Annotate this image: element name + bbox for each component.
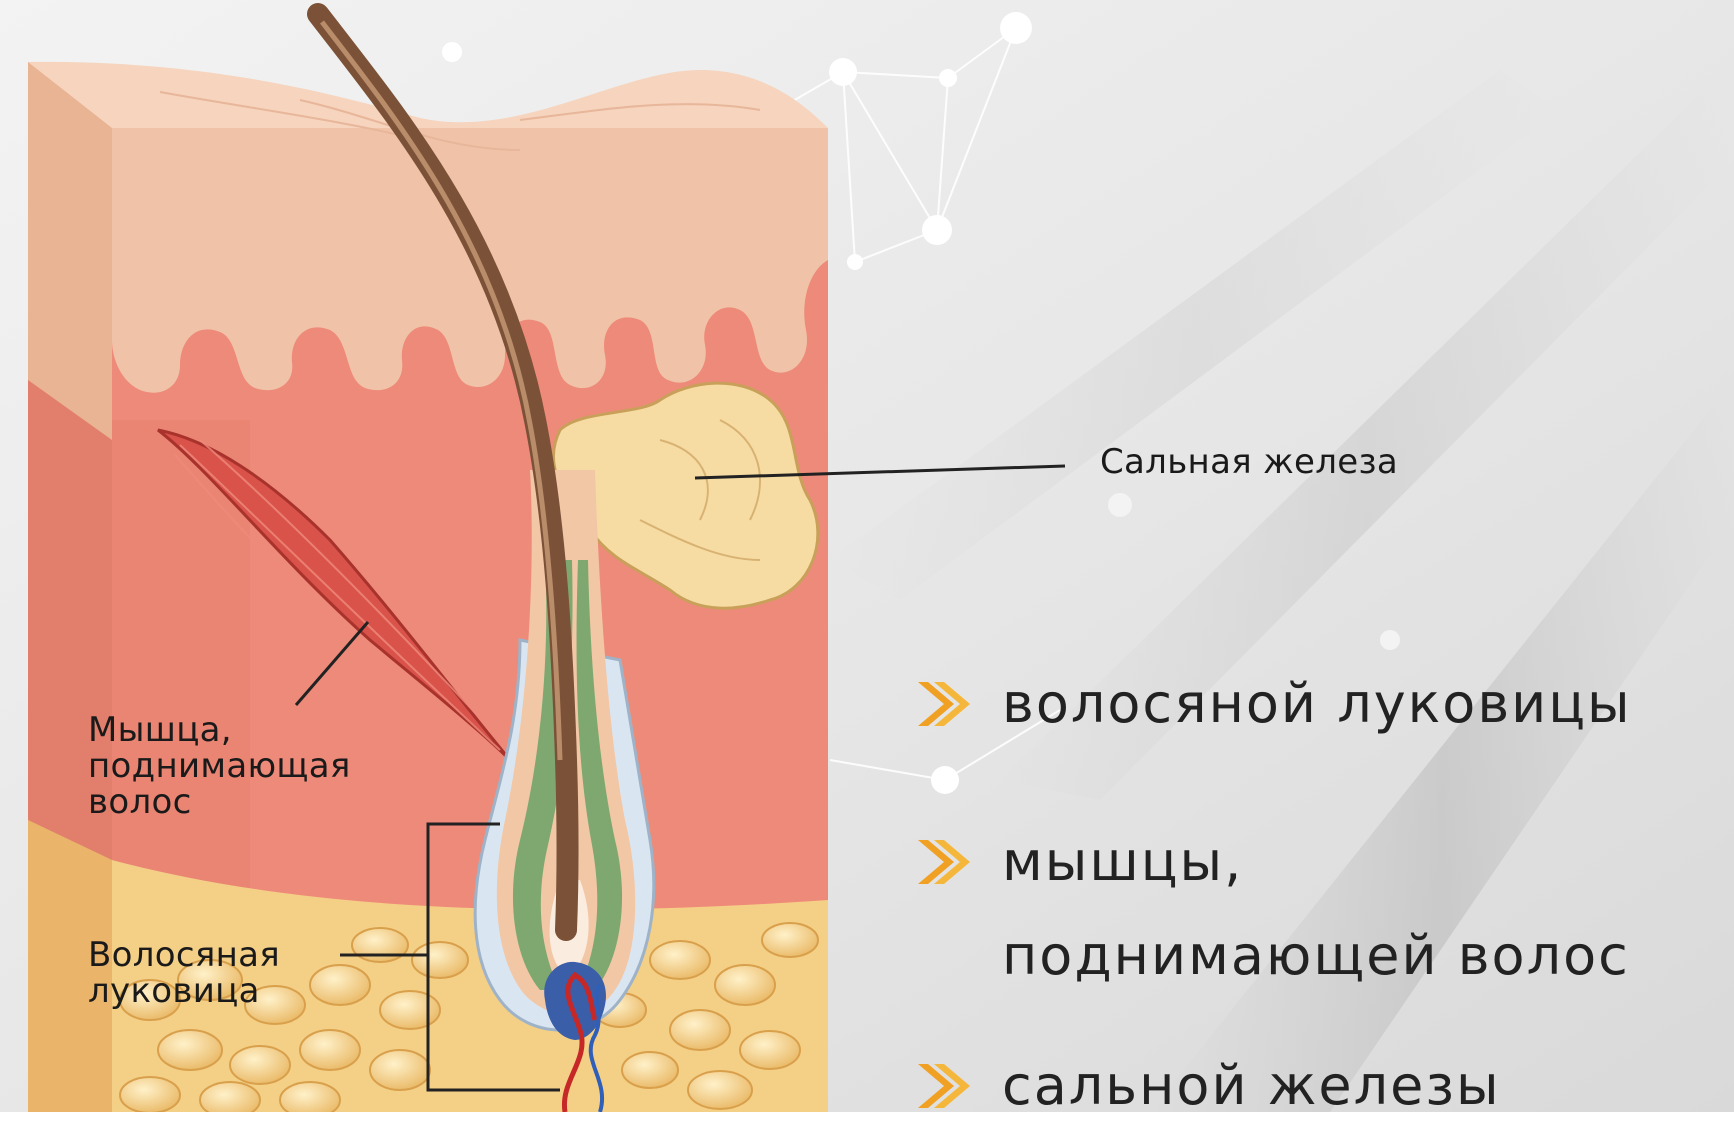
- label-arrector-muscle: Мышца, поднимающая волос: [88, 712, 351, 820]
- chevron-right-icon: [914, 1058, 972, 1114]
- chevron-right-icon: [914, 834, 972, 890]
- bullet-line: поднимающей волос: [1002, 920, 1630, 992]
- label-line: луковица: [88, 973, 280, 1009]
- label-line: волос: [88, 784, 351, 820]
- label-sebaceous-gland: Сальная железа: [1100, 444, 1398, 480]
- bullet-item: волосяной луковицы: [914, 668, 1632, 740]
- skin-block-side-epidermis: [28, 62, 112, 440]
- bullet-line: мышцы,: [1002, 826, 1630, 898]
- bullet-item: сальной железы: [914, 1050, 1501, 1122]
- bullet-text: волосяной луковицы: [1002, 668, 1632, 740]
- bullet-item: мышцы, поднимающей волос: [914, 826, 1630, 992]
- chevron-right-icon: [914, 676, 972, 732]
- label-line: Волосяная: [88, 937, 280, 973]
- bullet-text: мышцы, поднимающей волос: [1002, 826, 1630, 992]
- label-line: Мышца,: [88, 712, 351, 748]
- bullet-text: сальной железы: [1002, 1050, 1501, 1122]
- bullet-line: волосяной луковицы: [1002, 668, 1632, 740]
- bullet-line: сальной железы: [1002, 1050, 1501, 1122]
- label-hair-bulb: Волосяная луковица: [88, 937, 280, 1009]
- label-line: поднимающая: [88, 748, 351, 784]
